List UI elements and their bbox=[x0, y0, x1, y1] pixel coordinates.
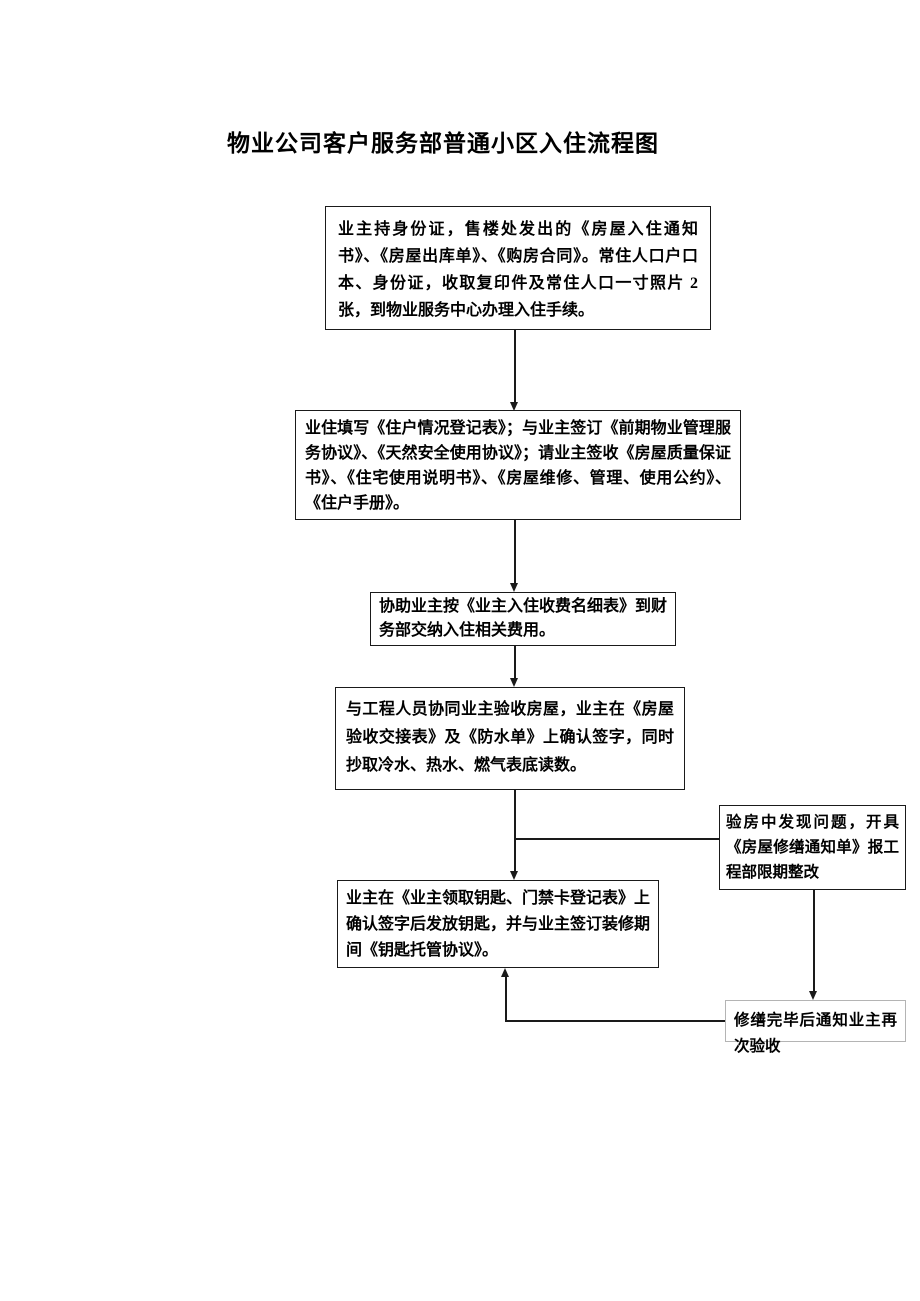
flow-step-documents-text: 业主持身份证，售楼处发出的《房屋入住通知书》、《房屋出库单》、《购房合同》。常住… bbox=[338, 221, 698, 319]
connector-step2-step3-arrowhead bbox=[510, 583, 518, 592]
flow-step-registration-text: 业住填写《住户情况登记表》；与业主签订《前期物业管理服务协议》、《天然安全使用协… bbox=[305, 420, 731, 512]
connector-step5-step7-line bbox=[813, 890, 815, 991]
flow-step-keys-box: 业主在《业主领取钥匙、门禁卡登记表》上确认签字后发放钥匙，并与业主签订装修期间《… bbox=[337, 880, 659, 968]
flow-step-inspection-box: 与工程人员协同业主验收房屋，业主在《房屋验收交接表》及《防水单》上确认签字，同时… bbox=[335, 687, 685, 790]
connector-branch-to-step5-line bbox=[515, 838, 719, 840]
connector-step2-step3-line bbox=[514, 520, 516, 583]
flow-step-problem-branch-box: 验房中发现问题，开具《房屋修缮通知单》报工程部限期整改 bbox=[719, 805, 906, 890]
flow-step-keys-text: 业主在《业主领取钥匙、门禁卡登记表》上确认签字后发放钥匙，并与业主签订装修期间《… bbox=[346, 890, 651, 959]
flow-step-fees-text: 协助业主按《业主入住收费名细表》到财务部交纳入住相关费用。 bbox=[379, 598, 668, 639]
flow-step-fees-box: 协助业主按《业主入住收费名细表》到财务部交纳入住相关费用。 bbox=[370, 592, 676, 646]
flow-step-problem-branch-text: 验房中发现问题，开具《房屋修缮通知单》报工程部限期整改 bbox=[726, 814, 899, 881]
connector-step3-step4-arrowhead bbox=[510, 678, 518, 687]
connector-step4-step6-arrowhead bbox=[510, 871, 518, 880]
connector-step7-step6-vline bbox=[505, 977, 507, 1022]
page-title: 物业公司客户服务部普通小区入住流程图 bbox=[227, 130, 659, 156]
flow-step-revisit-text: 修缮完毕后通知业主再次验收 bbox=[734, 1012, 897, 1055]
connector-step7-step6-hline bbox=[505, 1020, 725, 1022]
connector-step4-step6-line bbox=[514, 790, 516, 871]
connector-step1-step2-arrowhead bbox=[510, 402, 518, 411]
flow-step-registration-box: 业住填写《住户情况登记表》；与业主签订《前期物业管理服务协议》、《天然安全使用协… bbox=[295, 410, 741, 520]
connector-step7-step6-arrowhead bbox=[501, 968, 509, 977]
connector-step1-step2-line bbox=[514, 330, 516, 402]
flow-step-inspection-text: 与工程人员协同业主验收房屋，业主在《房屋验收交接表》及《防水单》上确认签字，同时… bbox=[346, 701, 674, 774]
flow-step-revisit-box: 修缮完毕后通知业主再次验收 bbox=[725, 1000, 906, 1055]
connector-step5-step7-arrowhead bbox=[809, 991, 817, 1000]
flow-step-documents-box: 业主持身份证，售楼处发出的《房屋入住通知书》、《房屋出库单》、《购房合同》。常住… bbox=[325, 206, 711, 330]
connector-step3-step4-line bbox=[514, 646, 516, 678]
